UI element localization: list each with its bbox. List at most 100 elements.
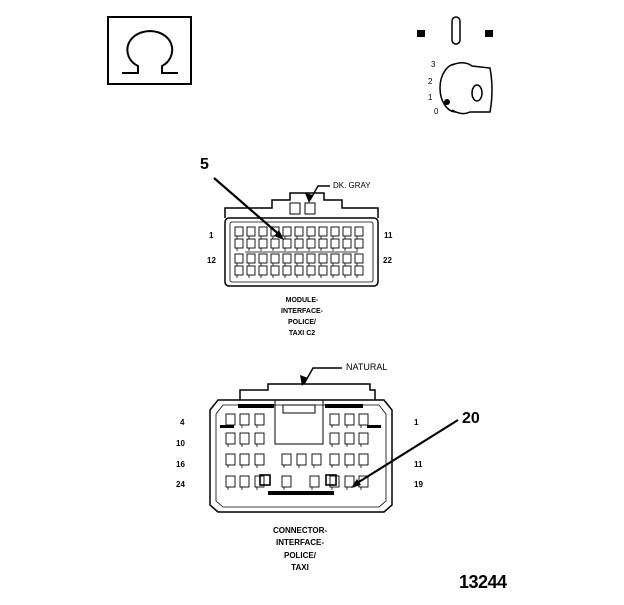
top-connector-caption: MODULE- INTERFACE- POLICE/ TAXI C2 (262, 296, 342, 339)
bottom-cavity (254, 432, 265, 445)
pin-label-4: 4 (180, 418, 185, 427)
pin-label-1-top: 1 (209, 231, 214, 240)
bottom-cavity (254, 413, 265, 426)
top-cavity (330, 253, 340, 264)
pin-label-16: 16 (176, 460, 185, 469)
figure-number: 13244 (459, 572, 507, 592)
bottom-cavity (309, 475, 320, 488)
dk-gray-arrowhead (305, 193, 313, 203)
bottom-cavity (225, 413, 236, 426)
callout-20-leader (353, 419, 459, 486)
top-cavity (330, 238, 340, 249)
caption-line: TAXI (291, 563, 309, 573)
top-cavity (234, 226, 244, 237)
top-cavity (354, 226, 364, 237)
key-position-3: 3 (431, 60, 436, 69)
top-cavity (330, 226, 340, 237)
bottom-cavity (358, 432, 369, 445)
wire-color-dk-gray: DK. GRAY (333, 181, 371, 190)
pin-label-24: 24 (176, 480, 185, 489)
top-cavity (234, 265, 244, 276)
bottom-cavity (344, 413, 355, 426)
ignition-key-icon (439, 62, 493, 115)
top-cavity (354, 253, 364, 264)
caption-line: INTERFACE- (281, 307, 323, 315)
bottom-cavity (254, 453, 265, 466)
callout-5-leader (213, 177, 283, 238)
top-cavity (282, 253, 292, 264)
bottom-cavity (358, 413, 369, 426)
top-cavity (354, 265, 364, 276)
top-cavity (282, 238, 292, 249)
caption-line: CONNECTOR- (272, 526, 328, 535)
bottom-cavity (239, 413, 250, 426)
bottom-connector-caption: CONNECTOR- INTERFACE- POLICE/ TAXI (252, 525, 348, 575)
bottom-cavity (225, 453, 236, 466)
bottom-cavity (254, 475, 265, 488)
caption-line: POLICE/ (283, 550, 316, 560)
key-position-2: 2 (428, 77, 433, 86)
switch-icon (417, 16, 493, 45)
bottom-cavity (344, 453, 355, 466)
natural-arrowhead (300, 375, 308, 386)
top-cavity (246, 253, 256, 264)
top-cavity (258, 238, 268, 249)
pin-label-11-top: 11 (384, 231, 393, 240)
pin-label-1: 1 (414, 418, 419, 427)
top-cavity (270, 238, 280, 249)
top-cavity (294, 226, 304, 237)
bottom-cavity (329, 432, 340, 445)
top-cavity (342, 265, 352, 276)
top-cavity (342, 238, 352, 249)
bottom-cavity (225, 475, 236, 488)
caption-line: INTERFACE- (276, 538, 324, 548)
pin-label-10: 10 (176, 439, 185, 448)
top-cavity (318, 238, 328, 249)
pin-label-11: 11 (414, 460, 423, 469)
top-cavity (330, 265, 340, 276)
top-cavity (294, 253, 304, 264)
bottom-cavity (239, 453, 250, 466)
top-cavity (306, 226, 316, 237)
bottom-connector-cavities (225, 413, 369, 490)
pin-label-12-top: 12 (207, 256, 216, 265)
bottom-connector (209, 383, 393, 513)
top-cavity (306, 238, 316, 249)
top-cavity (258, 265, 268, 276)
pin-label-19: 19 (414, 480, 423, 489)
top-cavity (318, 253, 328, 264)
top-cavity (294, 238, 304, 249)
top-cavity (294, 265, 304, 276)
top-connector-cavities (234, 226, 364, 278)
top-cavity (258, 253, 268, 264)
bottom-cavity (344, 475, 355, 488)
callout-5-arrowhead (274, 230, 284, 240)
bottom-cavity (239, 432, 250, 445)
caption-line: TAXI C2 (288, 329, 316, 337)
bottom-cavity (239, 475, 250, 488)
top-cavity (270, 253, 280, 264)
top-cavity (270, 265, 280, 276)
key-position-0: 0 (434, 107, 439, 116)
top-connector (224, 192, 379, 287)
omega-icon (107, 16, 192, 85)
top-cavity (306, 265, 316, 276)
bottom-cavity (329, 453, 340, 466)
bottom-cavity (311, 453, 322, 466)
bottom-cavity (281, 453, 292, 466)
top-cavity (306, 253, 316, 264)
bottom-cavity (225, 432, 236, 445)
wire-color-natural: NATURAL (346, 362, 388, 372)
bottom-cavity (296, 453, 307, 466)
bottom-cavity (344, 432, 355, 445)
top-cavity (318, 265, 328, 276)
bottom-cavity (329, 413, 340, 426)
key-position-1: 1 (428, 93, 433, 102)
top-cavity (246, 265, 256, 276)
top-cavity (234, 253, 244, 264)
top-cavity (246, 238, 256, 249)
top-cavity (342, 253, 352, 264)
pin-label-22-top: 22 (383, 256, 392, 265)
